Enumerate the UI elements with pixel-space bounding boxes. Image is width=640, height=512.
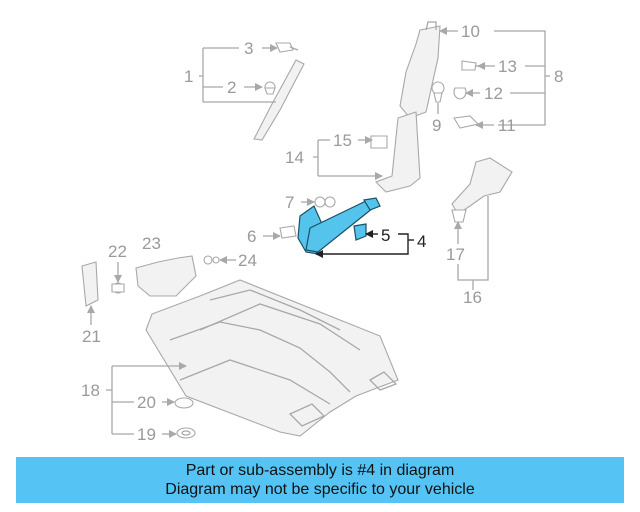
callout-21: 21 — [82, 327, 101, 346]
callout-9: 9 — [432, 116, 441, 135]
bracket-23-part — [135, 255, 197, 297]
callout-6: 6 — [247, 227, 256, 246]
banner-line-1: Part or sub-assembly is #4 in diagram — [185, 462, 455, 479]
info-banner: Part or sub-assembly is #4 in diagram Di… — [16, 457, 624, 503]
callout-13: 13 — [498, 57, 517, 76]
clip-5-part — [353, 223, 367, 241]
callout-24: 24 — [238, 251, 257, 270]
clip-7-part — [314, 196, 336, 208]
banner-line-2: Diagram may not be specific to your vehi… — [165, 481, 475, 498]
clip-6-part — [279, 225, 297, 239]
clip-17-part — [451, 209, 467, 223]
callout-14: 14 — [285, 148, 304, 167]
callout-17: 17 — [446, 245, 465, 264]
plug-20-part — [174, 397, 194, 409]
clip-15-part — [370, 135, 388, 149]
clip-2-part — [264, 81, 276, 95]
clip-22-part — [111, 282, 125, 294]
callout-11: 11 — [498, 116, 516, 135]
callout-15: 15 — [333, 131, 352, 150]
a-pillar-trim — [253, 59, 305, 141]
clip-24-part — [203, 255, 220, 265]
trim-21-part — [81, 261, 99, 307]
callout-3: 3 — [244, 39, 253, 58]
callout-7: 7 — [285, 193, 294, 212]
plug-19-part — [176, 427, 196, 439]
clip-9-part — [431, 81, 445, 103]
callout-20: 20 — [137, 393, 156, 412]
callout-5: 5 — [381, 226, 390, 245]
b-pillar-upper-trim — [399, 25, 441, 119]
rear-pillar-trim — [451, 157, 513, 215]
parts-diagram: 1 2 3 4 5 6 7 8 9 10 11 12 13 14 15 16 1… — [81, 21, 563, 444]
callout-22: 22 — [108, 242, 127, 261]
clip-12-part — [453, 87, 467, 100]
callout-8: 8 — [554, 67, 563, 86]
callout-12: 12 — [484, 84, 503, 103]
b-pillar-lower-trim — [375, 111, 421, 193]
callout-23: 23 — [142, 234, 161, 253]
callout-18: 18 — [81, 381, 100, 400]
floor-carpet — [145, 279, 399, 437]
callout-10: 10 — [461, 22, 480, 41]
part-4-scuff-plate — [297, 197, 381, 255]
callout-19: 19 — [137, 425, 156, 444]
callout-16: 16 — [463, 288, 482, 307]
callout-2: 2 — [227, 78, 236, 97]
clip-3-part — [275, 42, 299, 53]
callout-1: 1 — [184, 67, 193, 86]
clip-11-part — [453, 115, 480, 129]
callout-4: 4 — [417, 232, 426, 251]
